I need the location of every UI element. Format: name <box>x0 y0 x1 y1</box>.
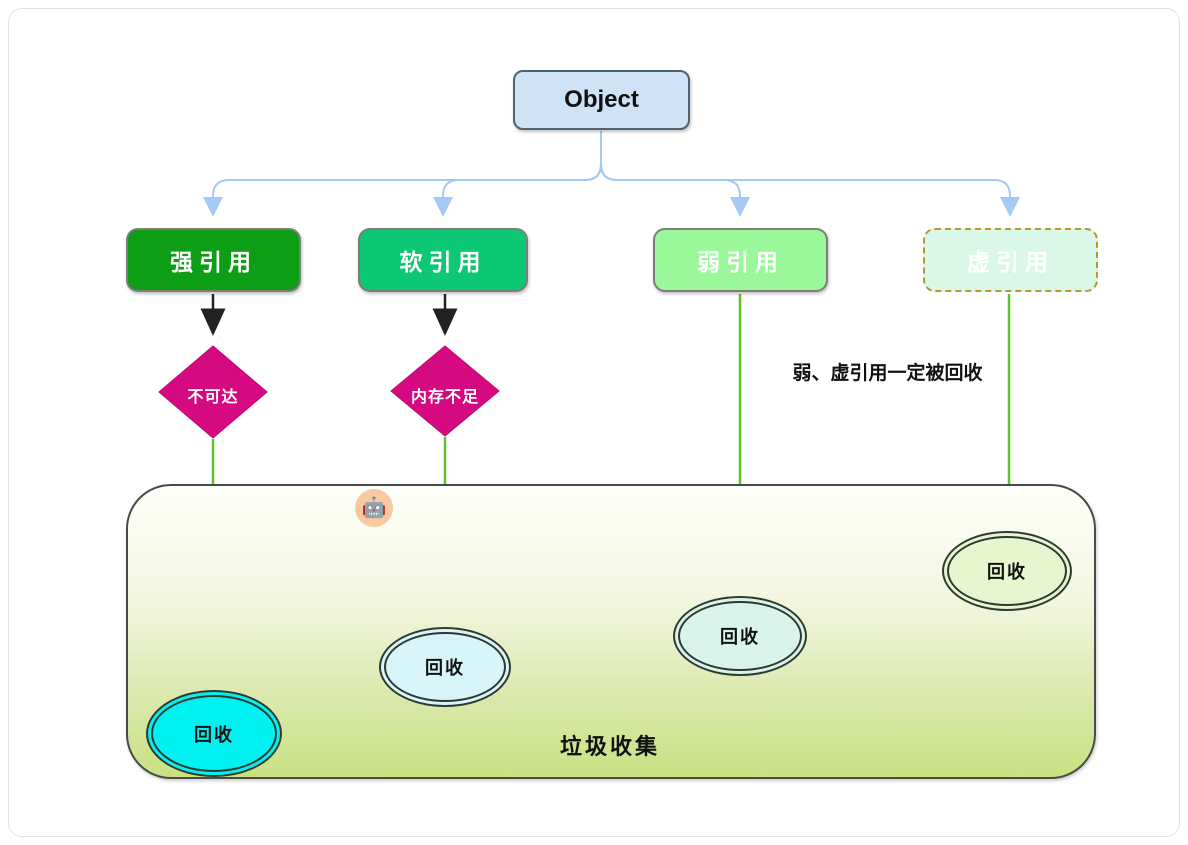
node-recycle-weak-label: 回收 <box>678 601 802 671</box>
gc-container <box>126 484 1096 779</box>
diamond-low-memory <box>390 345 500 437</box>
node-phantom-reference: 虚引用 <box>923 228 1098 292</box>
node-phantom-reference-label: 虚引用 <box>967 249 1054 275</box>
node-recycle-phantom-label: 回收 <box>947 536 1067 606</box>
connector-object-to-strong <box>203 131 602 217</box>
connector-object-to-phantom <box>600 163 1020 217</box>
node-recycle-soft: 回收 <box>379 627 511 707</box>
node-recycle-soft-label: 回收 <box>384 632 506 702</box>
node-object-label: Object <box>564 86 639 113</box>
diamond-unreachable-label: 不可达 <box>187 389 239 406</box>
robot-icon: 🤖 <box>361 497 387 519</box>
node-recycle-strong-label: 回收 <box>151 695 277 772</box>
diamond-unreachable <box>158 345 268 439</box>
node-strong-reference-label: 强引用 <box>170 249 257 275</box>
diamond-low-memory-label: 内存不足 <box>410 389 479 406</box>
connector-object-to-weak <box>600 163 750 217</box>
node-object: Object <box>513 70 690 130</box>
robot-emoji-badge: 🤖 <box>355 489 393 527</box>
gc-container-label: 垃圾收集 <box>560 734 661 759</box>
node-soft-reference: 软引用 <box>358 228 528 292</box>
node-recycle-phantom: 回收 <box>942 531 1072 611</box>
node-soft-reference-label: 软引用 <box>399 249 487 275</box>
note-weak-phantom-always-collected: 弱、虚引用一定被回收 <box>792 363 983 384</box>
node-weak-reference-label: 弱引用 <box>697 249 784 275</box>
node-strong-reference: 强引用 <box>126 228 301 292</box>
node-recycle-weak: 回收 <box>673 596 807 676</box>
connector-object-to-soft <box>433 131 602 217</box>
node-weak-reference: 弱引用 <box>653 228 828 292</box>
node-recycle-strong: 回收 <box>146 690 282 777</box>
